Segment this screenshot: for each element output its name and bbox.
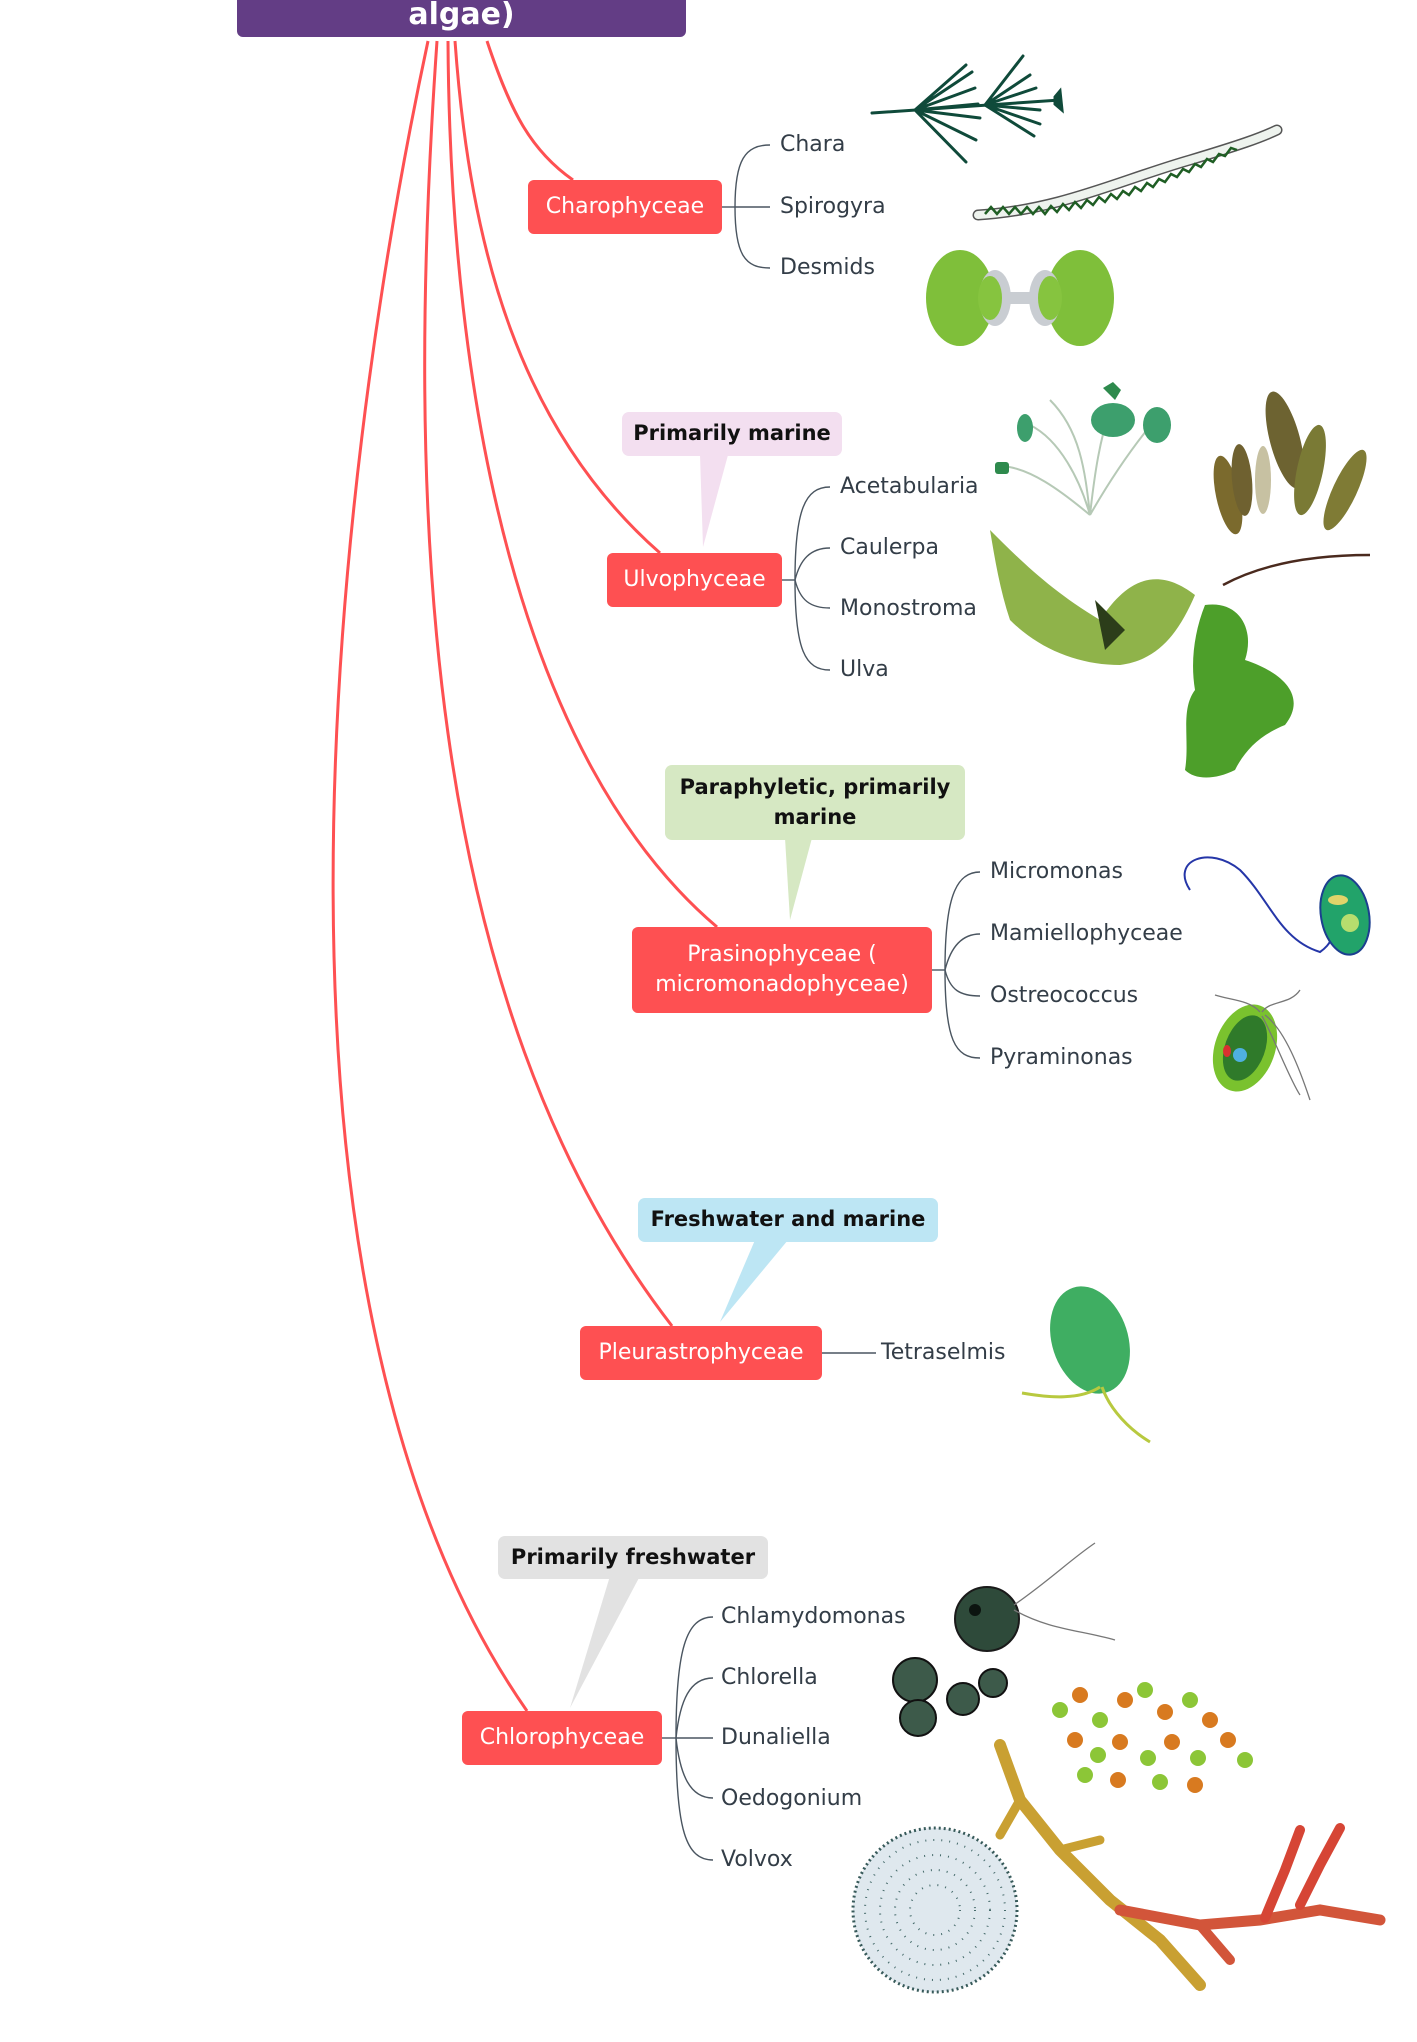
root-node-label: algae) — [408, 0, 515, 32]
leaf-connectors-ulvophyceae — [782, 486, 831, 671]
leaf-chlamydomonas[interactable]: Chlamydomonas — [721, 1604, 906, 1629]
leaf-micromonas[interactable]: Micromonas — [990, 859, 1123, 884]
leaf-chlorella[interactable]: Chlorella — [721, 1665, 818, 1690]
leaf-acetabularia[interactable]: Acetabularia — [840, 474, 979, 499]
micromonas-illustration — [1183, 856, 1371, 956]
leaf-connectors-chlorophyceae — [662, 1616, 714, 1861]
leaf-connectors-charophyceae — [722, 144, 771, 269]
leaf-monostroma[interactable]: Monostroma — [840, 596, 977, 621]
leaf-desmids[interactable]: Desmids — [780, 255, 875, 280]
callout-ulvophyceae: Primarily marine — [622, 412, 842, 456]
node-charophyceae[interactable]: Charophyceae — [528, 180, 722, 234]
spirogyra-illustration — [972, 124, 1283, 221]
node-prasinophyceae[interactable]: Prasinophyceae ( micromonadophyceae) — [632, 927, 932, 1013]
leaf-chara[interactable]: Chara — [780, 132, 846, 157]
leaf-dunaliella[interactable]: Dunaliella — [721, 1725, 831, 1750]
leaf-mamiellophyceae[interactable]: Mamiellophyceae — [990, 921, 1183, 946]
node-chlorophyceae[interactable]: Chlorophyceae — [462, 1711, 662, 1765]
callout-tail-prasinophyceae — [785, 838, 812, 920]
acetabularia-illustration — [995, 382, 1171, 516]
leaf-connectors-prasinophyceae — [932, 871, 981, 1059]
node-pleurastrophyceae[interactable]: Pleurastrophyceae — [580, 1326, 822, 1380]
callout-tail-chlorophyceae — [570, 1576, 640, 1708]
callout-prasinophyceae: Paraphyletic, primarily marine — [665, 765, 965, 840]
leaf-spirogyra[interactable]: Spirogyra — [780, 194, 886, 219]
monostroma-illustration — [990, 530, 1195, 665]
node-ulvophyceae[interactable]: Ulvophyceae — [607, 553, 782, 607]
oedogonium-illustration — [994, 1739, 1386, 1991]
leaf-tetraselmis[interactable]: Tetraselmis — [881, 1340, 1006, 1365]
branch-line-prasinophyceae — [446, 40, 718, 929]
branch-line-chlorophyceae — [331, 40, 529, 1712]
leaf-oedogonium[interactable]: Oedogonium — [721, 1786, 863, 1811]
caulerpa-illustration — [1213, 391, 1371, 587]
callout-tail-pleurastrophyceae — [720, 1240, 788, 1322]
leaf-volvox[interactable]: Volvox — [721, 1847, 793, 1872]
leaf-ostreococcus[interactable]: Ostreococcus — [990, 983, 1139, 1008]
chlorella-illustration — [892, 1657, 1008, 1737]
dunaliella-illustration — [1052, 1682, 1253, 1793]
chara-illustration — [870, 54, 1064, 164]
pyraminonas-illustration — [1212, 989, 1311, 1101]
root-node[interactable]: algae) — [237, 0, 686, 37]
desmid-illustration — [926, 250, 1114, 346]
ulva-illustration — [1185, 604, 1294, 778]
leaf-pyraminonas[interactable]: Pyraminonas — [990, 1045, 1133, 1070]
chlamydomonas-illustration — [954, 1542, 1116, 1652]
branch-line-charophyceae — [485, 40, 574, 182]
leaf-ulva[interactable]: Ulva — [840, 657, 889, 682]
leaf-caulerpa[interactable]: Caulerpa — [840, 535, 939, 560]
callout-tail-ulvophyceae — [700, 455, 728, 547]
callout-chlorophyceae: Primarily freshwater — [498, 1536, 768, 1579]
branch-line-ulvophyceae — [453, 40, 661, 555]
tetraselmis-illustration — [1021, 1286, 1151, 1444]
branch-line-pleurastrophyceae — [423, 40, 674, 1327]
volvox-illustration — [851, 1826, 1019, 1994]
callout-pleurastrophyceae: Freshwater and marine — [638, 1198, 938, 1242]
